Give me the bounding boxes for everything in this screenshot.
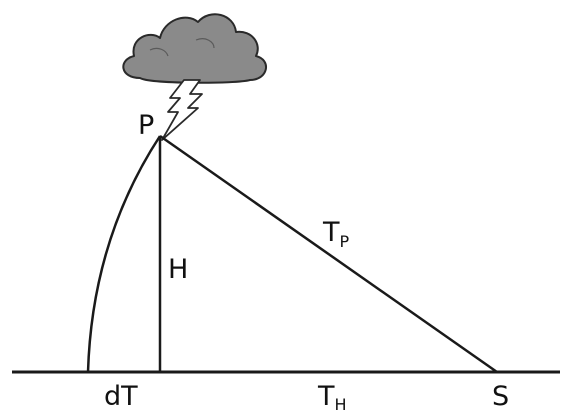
label-th-main: T [317, 381, 335, 412]
lightning-bolt-icon [161, 79, 203, 141]
label-th: TH [317, 381, 347, 412]
label-tp-sub: P [340, 232, 350, 251]
label-p: P [138, 110, 154, 141]
hypotenuse-line [159, 134, 498, 374]
label-tp-main: T [322, 217, 340, 248]
label-dt: dT [104, 381, 138, 412]
label-s: S [492, 381, 509, 412]
label-tp: TP [322, 217, 350, 251]
label-th-sub: H [335, 395, 347, 412]
label-h: H [168, 254, 188, 285]
storm-cloud-icon [122, 13, 267, 84]
curved-path [86, 135, 162, 373]
